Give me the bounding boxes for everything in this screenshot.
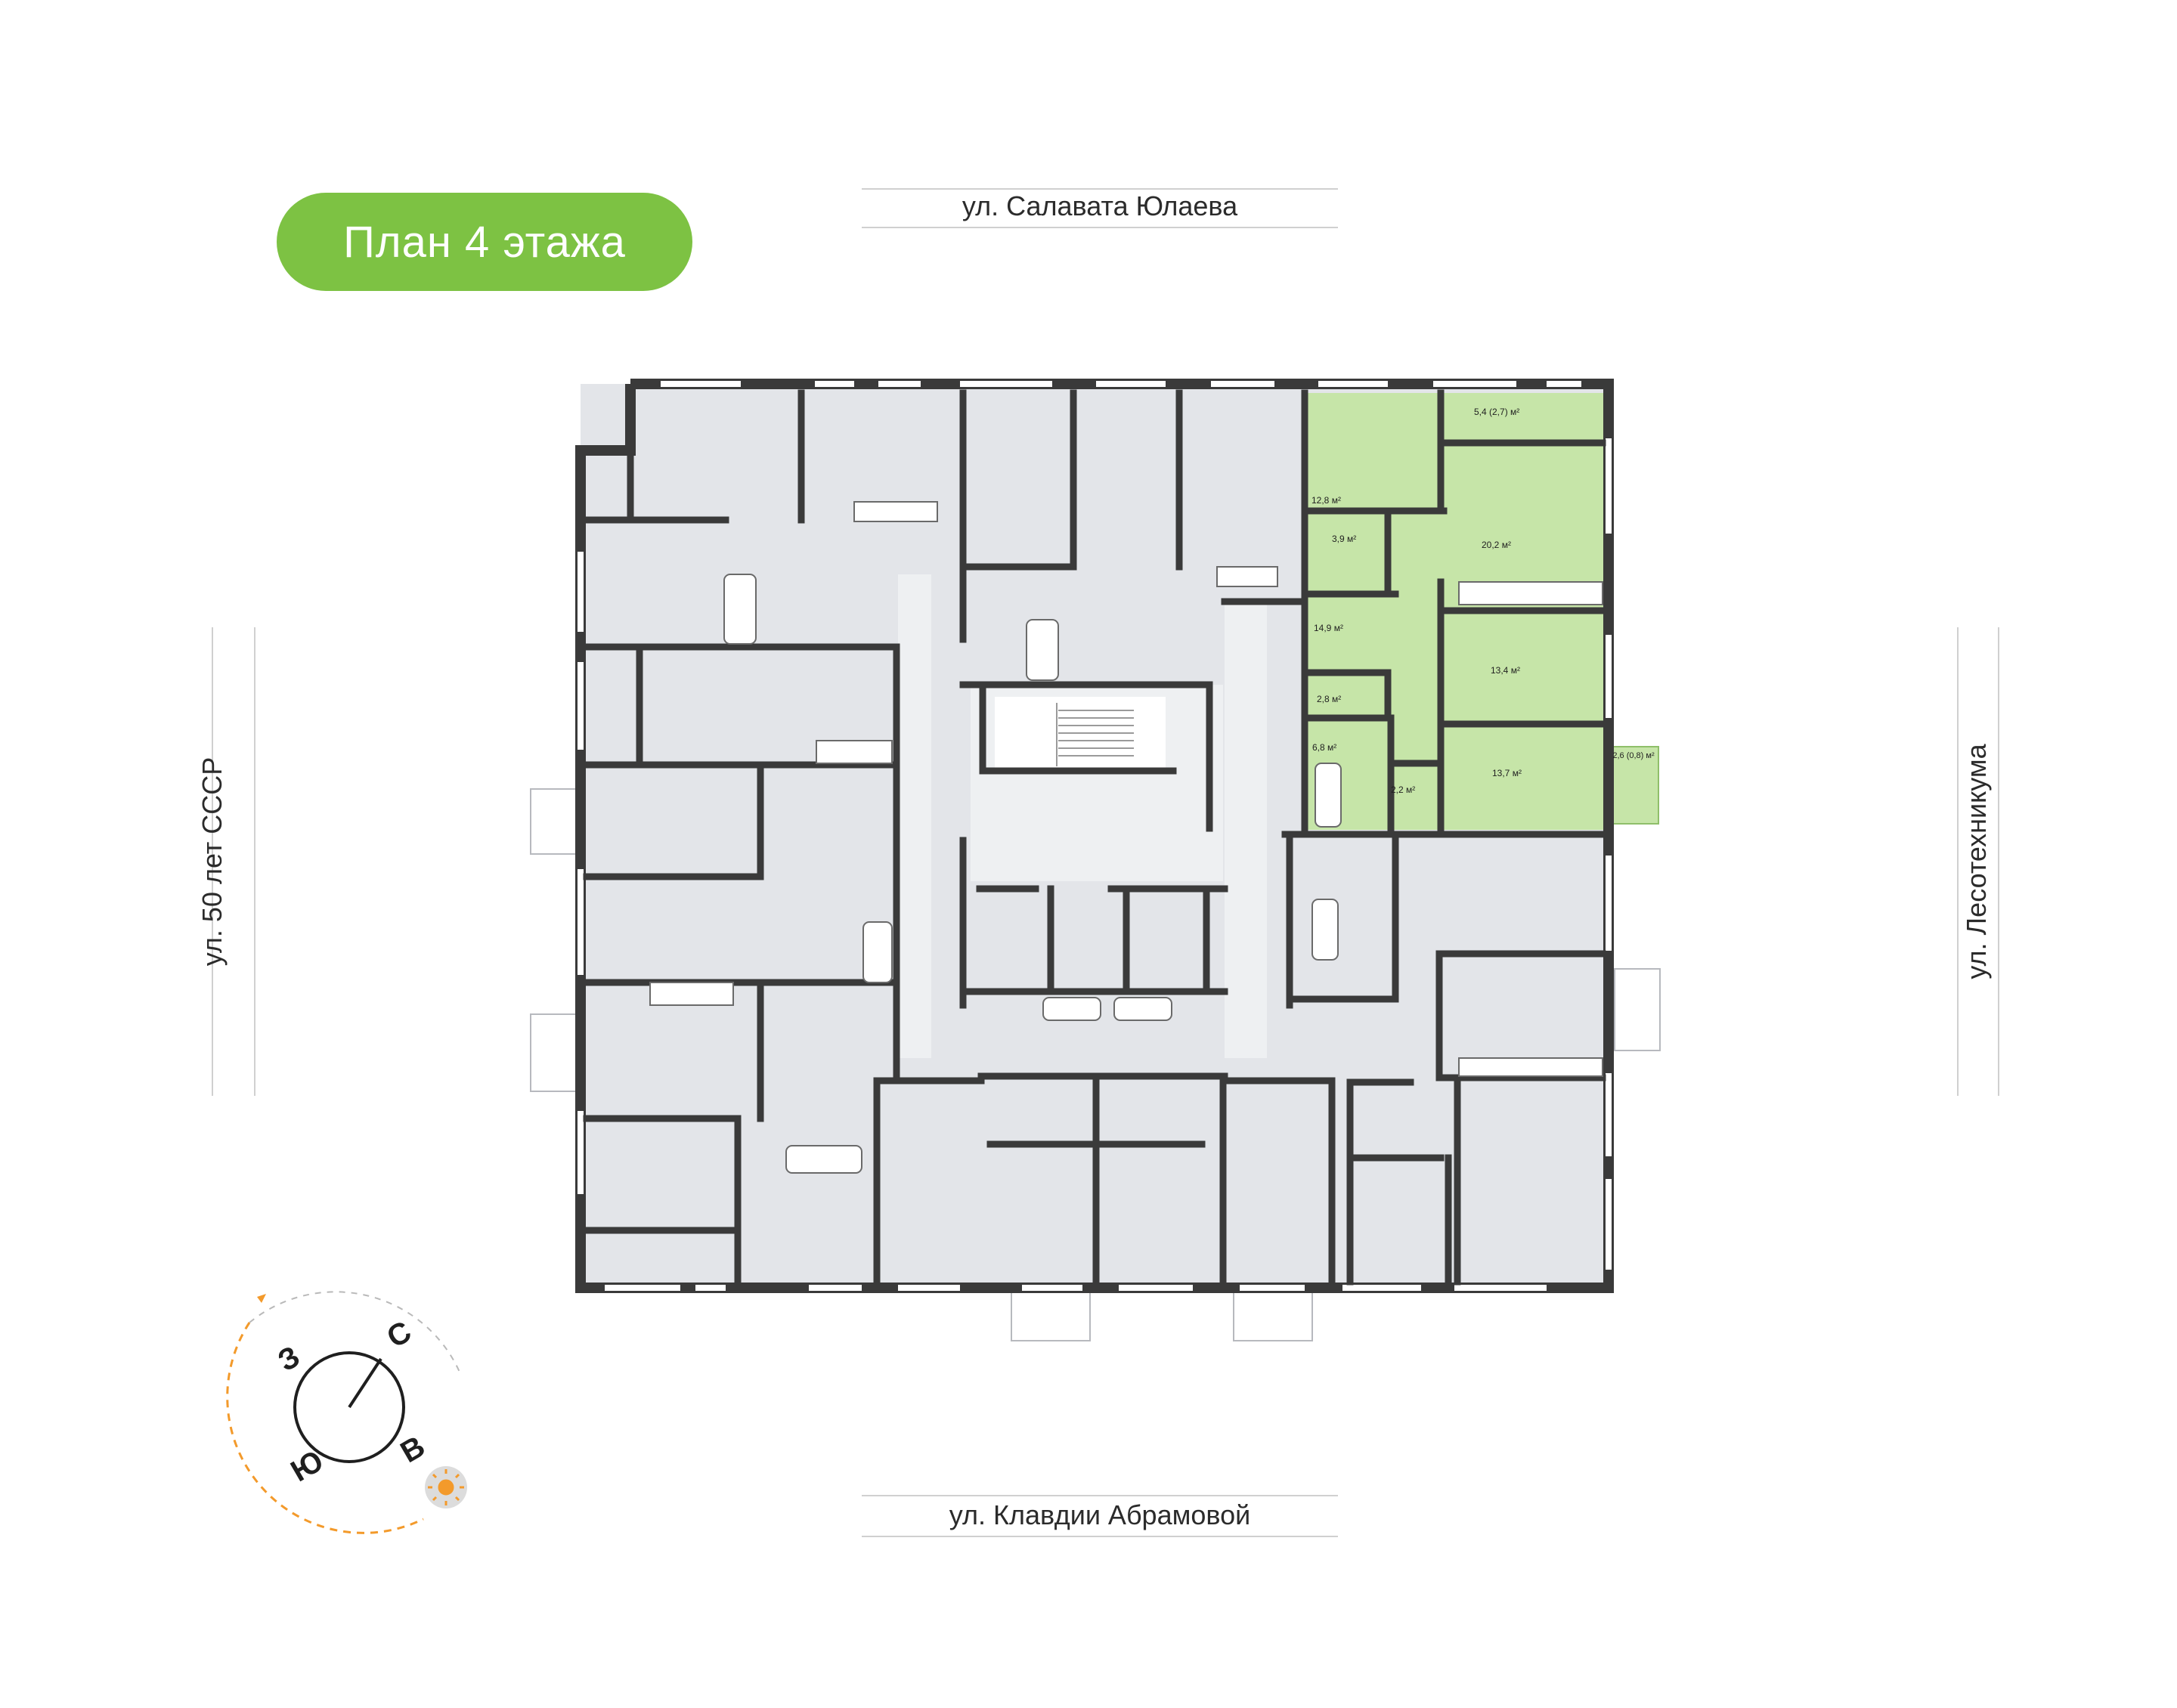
stairwell (995, 697, 1166, 772)
room-area-label: 20,2 м² (1482, 540, 1511, 550)
bathtub (862, 921, 893, 983)
kitchen-counter (1216, 566, 1278, 587)
bathtub (1042, 997, 1101, 1021)
kitchen-counter (649, 982, 734, 1006)
compass-group (226, 1291, 467, 1534)
bathtub (1311, 899, 1339, 961)
room-area-label: 13,7 м² (1492, 768, 1522, 778)
street-top: ул. Салавата Юлаева (962, 190, 1238, 221)
apartment-balcony[interactable] (1608, 746, 1659, 825)
room-area-label: 14,9 м² (1314, 623, 1343, 633)
kitchen-counter (1458, 581, 1603, 605)
top-street-rule-lower (862, 227, 1338, 228)
top-street-rule-upper (862, 188, 1338, 190)
sun-icon (428, 1469, 464, 1505)
interior-walls (583, 389, 1606, 1286)
room-area-label: 2,2 м² (1391, 784, 1416, 795)
bottom-street-rule-lower (862, 1536, 1338, 1537)
bathtub (723, 574, 757, 645)
room-area-label: 2,8 м² (1317, 694, 1342, 704)
room-area-label: 3,9 м² (1332, 534, 1357, 544)
kitchen-counter (816, 740, 893, 764)
compass-needle-icon (348, 1357, 382, 1409)
right-street-rule-a (1957, 627, 1959, 1096)
bottom-street-rule-upper (862, 1495, 1338, 1496)
sun-path-arc (226, 1322, 424, 1534)
balcony[interactable] (1614, 968, 1661, 1051)
windows (578, 381, 1612, 1291)
balcony[interactable] (1011, 1286, 1091, 1341)
room-area-label: 6,8 м² (1312, 742, 1337, 753)
right-street-rule-b (1998, 627, 1999, 1096)
street-bottom: ул. Клавдии Абрамовой (949, 1499, 1251, 1530)
fixtures (649, 501, 1603, 1174)
page-title: План 4 этажа (277, 193, 692, 291)
left-street-rule-a (212, 627, 213, 1096)
kitchen-counter (1458, 1057, 1603, 1077)
bathtub (1315, 763, 1342, 828)
kitchen-counter (853, 501, 938, 522)
bathtub (1026, 619, 1059, 681)
bathtub (1113, 997, 1172, 1021)
sun-direction-arrow-icon (257, 1294, 266, 1303)
balcony[interactable] (1233, 1286, 1313, 1341)
shadow-path-arc (249, 1291, 462, 1376)
room-area-label: 12,8 м² (1311, 495, 1341, 506)
balcony[interactable] (530, 1013, 580, 1092)
room-area-label: 2,6 (0,8) м² (1612, 751, 1655, 760)
room-area-label: 5,4 (2,7) м² (1474, 407, 1520, 417)
bathtub (785, 1145, 862, 1174)
balcony[interactable] (530, 788, 580, 855)
room-area-label: 13,4 м² (1491, 665, 1520, 676)
left-street-rule-b (254, 627, 255, 1096)
